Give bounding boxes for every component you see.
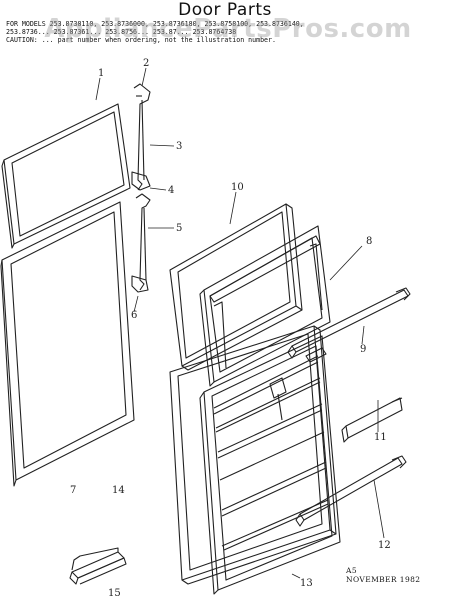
callout-3: 3 bbox=[176, 141, 182, 152]
callout-9: 9 bbox=[360, 344, 366, 355]
lower-door-handle bbox=[131, 193, 151, 293]
callout-13: 13 bbox=[300, 578, 313, 589]
lower-shelf-rail bbox=[295, 455, 407, 527]
callout-12: 12 bbox=[378, 540, 391, 551]
model-list-line-1: FOR MODELS 253.8738110, 253.8736000, 253… bbox=[6, 20, 304, 28]
upper-door-handle bbox=[131, 83, 151, 191]
callout-4: 4 bbox=[168, 185, 174, 196]
callout-14: 14 bbox=[112, 485, 125, 496]
callout-10: 10 bbox=[231, 182, 244, 193]
callout-7: 7 bbox=[70, 485, 76, 496]
leader-lines bbox=[95, 67, 385, 579]
freezer-door-gasket bbox=[1, 103, 131, 249]
freezer-door-liner bbox=[199, 225, 331, 387]
order-note: CAUTION: ... part number when ordering, … bbox=[6, 36, 276, 44]
fresh-food-door-panel bbox=[169, 325, 337, 585]
revision-date: NOVEMBER 1982 bbox=[346, 575, 421, 584]
callout-11: 11 bbox=[374, 432, 387, 443]
freezer-door-panel bbox=[169, 203, 303, 371]
callout-8: 8 bbox=[366, 236, 372, 247]
callout-2: 2 bbox=[143, 58, 149, 69]
egg-bin-cover bbox=[69, 547, 127, 585]
callout-6: 6 bbox=[131, 310, 137, 321]
fresh-food-door-liner bbox=[199, 335, 341, 595]
callout-5: 5 bbox=[176, 223, 182, 234]
model-list-line-2: 253.8736... 253.87361... 253.8756... 253… bbox=[6, 28, 237, 36]
revision-stamp: A5 NOVEMBER 1982 bbox=[346, 566, 420, 584]
model-list: FOR MODELS 253.8738110, 253.8736000, 253… bbox=[6, 20, 446, 44]
callout-1: 1 bbox=[98, 68, 104, 79]
page-title: Door Parts bbox=[178, 0, 272, 20]
callout-15: 15 bbox=[108, 588, 121, 599]
fresh-food-door-gasket bbox=[0, 201, 135, 487]
revision-code: A5 bbox=[346, 566, 357, 575]
upper-shelf-rail bbox=[287, 287, 411, 359]
door-shelf-bin bbox=[341, 397, 403, 443]
watermark: AppliancePartsPros.com bbox=[44, 14, 412, 44]
